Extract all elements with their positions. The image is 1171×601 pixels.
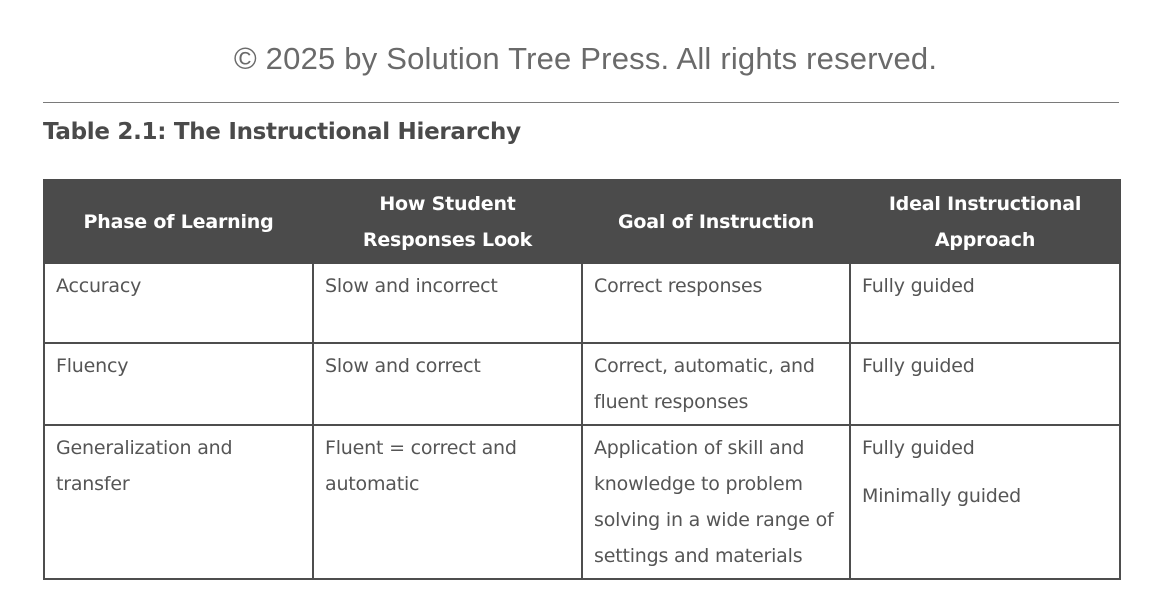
table-title: Table 2.1: The Instructional Hierarchy (43, 119, 521, 145)
cell-responses: Slow and incorrect (312, 262, 583, 344)
table-row: Accuracy Slow and incorrect Correct resp… (43, 262, 1121, 344)
cell-goal: Correct responses (581, 262, 851, 344)
cell-approach: Fully guided (849, 262, 1121, 344)
cell-phase: Generalization and transfer (43, 424, 314, 580)
cell-goal: Correct, automatic, and fluent responses (581, 342, 851, 426)
table-row: Fluency Slow and correct Correct, automa… (43, 342, 1121, 426)
column-header-goal: Goal of Instruction (581, 179, 851, 264)
table-row: Generalization and transfer Fluent = cor… (43, 424, 1121, 580)
instructional-hierarchy-table: Phase of Learning How Student Responses … (43, 179, 1121, 580)
column-header-responses: How Student Responses Look (312, 179, 583, 264)
column-header-phase: Phase of Learning (43, 179, 314, 264)
approach-item: Fully guided (862, 275, 975, 297)
cell-phase: Accuracy (43, 262, 314, 344)
approach-item: Fully guided (862, 437, 975, 459)
cell-responses: Slow and correct (312, 342, 583, 426)
column-header-approach: Ideal Instructional Approach (849, 179, 1121, 264)
copyright-notice: © 2025 by Solution Tree Press. All right… (233, 41, 938, 76)
cell-goal: Application of skill and knowledge to pr… (581, 424, 851, 580)
approach-item: Fully guided (862, 355, 975, 377)
cell-approach: Fully guided Minimally guided (849, 424, 1121, 580)
table-header-row: Phase of Learning How Student Responses … (43, 179, 1121, 264)
cell-approach: Fully guided (849, 342, 1121, 426)
cell-phase: Fluency (43, 342, 314, 426)
header-divider (43, 102, 1119, 103)
cell-responses: Fluent = correct and automatic (312, 424, 583, 580)
approach-item: Minimally guided (862, 485, 1021, 507)
